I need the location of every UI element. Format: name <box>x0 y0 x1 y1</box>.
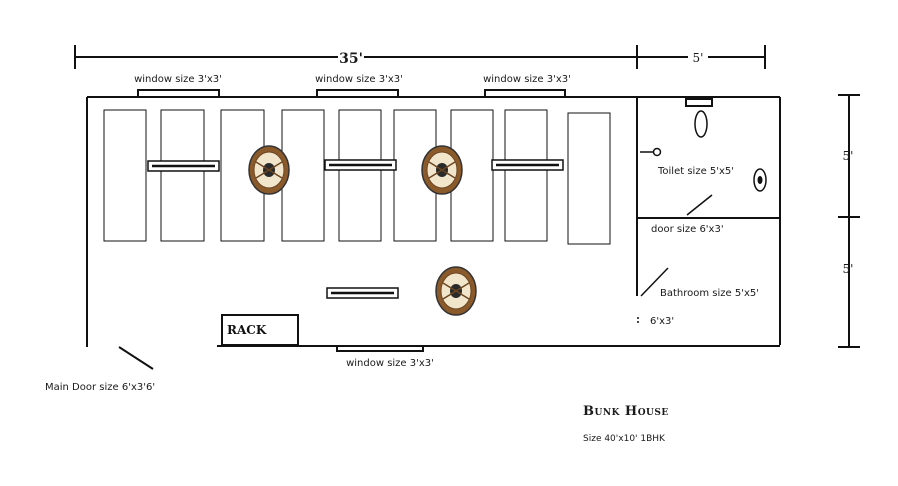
bunk-bed <box>103 109 147 242</box>
tube-light-icon <box>147 160 220 172</box>
wc-bowl-icon <box>694 110 708 138</box>
main-door-label: Main Door size 6'x3'6' <box>45 382 155 393</box>
marker-dot <box>637 317 639 319</box>
dim-height-toilet: 5' <box>843 149 854 163</box>
window-label-top-1: window size 3'x3' <box>134 74 222 85</box>
toilet-fixtures <box>640 98 767 192</box>
window-label-bottom: window size 3'x3' <box>346 358 434 369</box>
toilet-label: Toilet size 5'x5' <box>657 166 734 177</box>
window-marker-bottom <box>336 346 424 352</box>
top-dimension-line <box>74 45 766 69</box>
tap-icon <box>652 147 662 157</box>
outer-walls <box>86 96 781 347</box>
bunk-bed <box>567 112 611 245</box>
tube-light-icon <box>324 159 397 171</box>
toilet-door-swing <box>686 194 713 216</box>
rack <box>221 314 299 346</box>
tube-lights <box>147 159 564 299</box>
plan-title: Bunk House <box>583 404 669 419</box>
bunk-bed <box>504 109 548 242</box>
toilet-door-label: door size 6'x3' <box>651 224 724 235</box>
dim-length-bath: 5' <box>693 51 704 65</box>
window-markers-top <box>137 89 566 96</box>
bunk-bed <box>338 109 382 242</box>
dim-length-main: 35' <box>339 51 363 67</box>
marker-dot <box>637 321 639 323</box>
fan-icon <box>248 145 290 195</box>
cistern-icon <box>685 98 713 107</box>
rack-label: RACK <box>227 323 267 337</box>
tube-light-icon <box>491 159 564 171</box>
main-door-swing <box>118 346 154 370</box>
fan-icon <box>435 266 477 316</box>
bathroom-door-label: 6'x3' <box>650 316 674 327</box>
bathroom-label: Bathroom size 5'x5' <box>660 288 759 299</box>
bunk-bed <box>160 109 205 242</box>
bunk-beds <box>103 109 611 245</box>
fan-icon <box>421 145 463 195</box>
tube-light-icon <box>326 287 399 299</box>
plan-subtitle: Size 40'x10' 1BHK <box>583 434 666 444</box>
right-dimension-line <box>838 94 860 348</box>
window-label-top-2: window size 3'x3' <box>315 74 403 85</box>
dim-height-bath: 5' <box>843 262 854 276</box>
window-label-top-3: window size 3'x3' <box>483 74 571 85</box>
bathroom-door-swing <box>640 267 669 297</box>
